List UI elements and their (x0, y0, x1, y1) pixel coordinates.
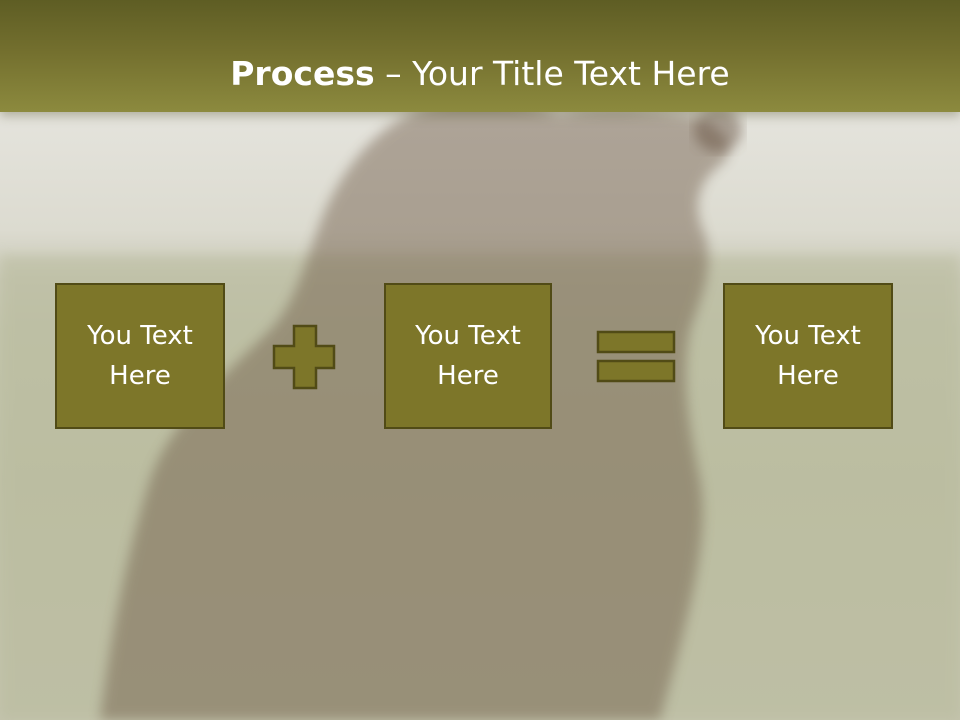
process-step-2-text: You Text Here (415, 321, 521, 391)
equals-icon (596, 330, 676, 383)
title-rest: – Your Title Text Here (374, 54, 730, 93)
process-step-3-text: You Text Here (755, 321, 861, 391)
process-step-1[interactable]: You Text Here (55, 283, 225, 429)
slide-title: Process – Your Title Text Here (0, 52, 960, 96)
process-step-2[interactable]: You Text Here (384, 283, 552, 429)
title-bold: Process (230, 54, 375, 93)
title-bar (0, 0, 960, 112)
process-step-1-text: You Text Here (87, 321, 193, 391)
plus-icon (272, 324, 336, 390)
process-step-3[interactable]: You Text Here (723, 283, 893, 429)
